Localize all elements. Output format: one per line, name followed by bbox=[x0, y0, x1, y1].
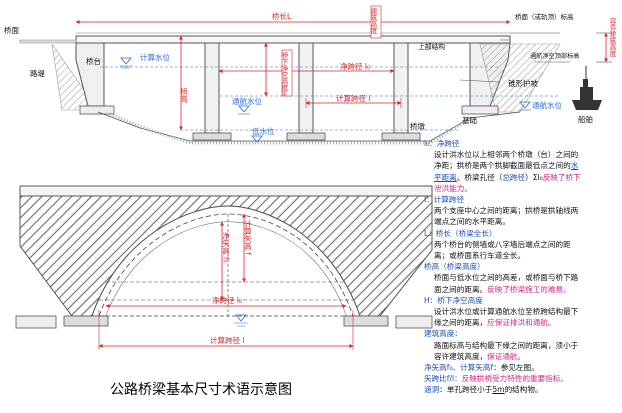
label-nav-water-level-right: 通航水位 bbox=[532, 100, 562, 110]
label-bank-right: 容许建筑高度 bbox=[608, 17, 616, 59]
label-bridge-height: 桥高 bbox=[179, 87, 188, 105]
label-low-water-level: 低水位 bbox=[252, 126, 275, 136]
term-culvert-d: 的结构物。 bbox=[504, 385, 543, 395]
term-L-title: L：桥长（桥梁全长） bbox=[424, 228, 497, 238]
label-abutment: 桥台 bbox=[86, 56, 101, 66]
label-calc-span: 计算跨径 l bbox=[336, 93, 370, 103]
arch-bridge-elevation bbox=[15, 185, 433, 350]
term-H-line2a: 缘之间的距离， bbox=[434, 318, 488, 328]
term-rise-a: 净矢高f₀、计算矢高f bbox=[424, 363, 494, 373]
ship-icon bbox=[572, 66, 602, 110]
term-l0-line2a: 净距；拱桥是两个拱脚截面最低点之间的 bbox=[434, 161, 571, 171]
term-culvert-c: 5m bbox=[492, 385, 505, 395]
term-jz-line1: 路面标高与结构最下缘之间的距离，须小于 bbox=[434, 340, 579, 350]
label-superstructure: 上部结构 bbox=[418, 42, 445, 51]
label-ship: 船舶 bbox=[578, 114, 593, 124]
bridge-deck bbox=[75, 35, 511, 44]
label-clearance-H: 桥下净空高度H bbox=[280, 51, 288, 96]
term-culvert-a: 涵洞 bbox=[424, 385, 440, 395]
label-design-bank: 桥面（或轨顶）标高 bbox=[515, 12, 574, 21]
label-nav-water-level: 通航水位 bbox=[232, 96, 262, 106]
label-design-bank-box: 建筑高度 bbox=[369, 7, 377, 36]
term-ratio-a: 矢跨比f/l： bbox=[424, 374, 462, 384]
term-l0-title: l₀：净跨径 bbox=[424, 139, 460, 148]
term-jz-line2b: 保证通航。 bbox=[487, 351, 526, 361]
label-foundation: 基础 bbox=[462, 115, 477, 125]
road-embankment-left bbox=[19, 39, 77, 44]
term-l0-line3b: 。桥梁孔径（ bbox=[456, 172, 503, 182]
label-nav-clear-top: 通航净空顶部标高 bbox=[530, 52, 580, 60]
term-l0-line2b: 水 bbox=[570, 161, 579, 171]
term-jz-title: 建筑高度： bbox=[424, 329, 462, 339]
term-jz-line2a: 容许建筑高度， bbox=[434, 351, 488, 361]
term-L-line2: 离；或桥面系行车道全长。 bbox=[434, 251, 526, 261]
term-l-title: l：计算跨径 bbox=[424, 195, 465, 205]
term-gq-title: 桥高（桥梁高度） bbox=[424, 262, 485, 272]
term-l-line2: 端点之间的水平距离。 bbox=[434, 217, 510, 227]
label-arch-calc-span: 计算跨径 l bbox=[210, 335, 244, 345]
term-l0-line3d: ）Σl₀ bbox=[525, 172, 543, 182]
term-l0-line4: 泄洪能力。 bbox=[434, 183, 472, 193]
term-H-title: H：桥下净空高度 bbox=[424, 295, 483, 305]
pier bbox=[192, 42, 421, 141]
term-l0-line3e: 反映了桥下 bbox=[542, 172, 581, 182]
term-gq-line2a: 面之间的距离。 bbox=[434, 284, 488, 294]
term-culvert-b: ：单孔跨径小于 bbox=[439, 385, 493, 395]
label-calc-rise: 计算矢高 f bbox=[243, 219, 252, 256]
label-bridge-deck: 桥面 bbox=[4, 25, 19, 35]
riverbed-line bbox=[97, 111, 521, 142]
label-span-length: 桥长L bbox=[272, 11, 292, 21]
beam-bridge-elevation bbox=[19, 5, 612, 145]
term-ratio-b: 反映拱桥受力特性的重要指标。 bbox=[461, 374, 569, 384]
terminology-panel: l₀：净跨径 设计洪水位以上相邻两个桥墩（台）之间的 净距；拱桥是两个拱脚截面最… bbox=[424, 138, 620, 396]
term-l-line1: 两个支座中心之间的距离；拱桥是拱轴线两 bbox=[434, 206, 579, 216]
term-l0-line3c: 总跨径 bbox=[502, 172, 526, 182]
term-H-line1: 设计洪水位或计算通航水位至桥跨结构最下 bbox=[434, 307, 579, 317]
label-calc-water-level: 计算水位 bbox=[140, 52, 170, 62]
label-net-rise: 净矢高 f₀ bbox=[221, 231, 230, 263]
term-l0-line1: 设计洪水位以上相邻两个桥墩（台）之间的 bbox=[434, 150, 579, 160]
term-rise-b: ：参见左图。 bbox=[493, 363, 539, 373]
term-gq-line2b: 反映了桥梁施工的难易。 bbox=[487, 284, 571, 294]
term-gq-line1: 桥面与低水位之间的高差，或桥面与桥下路 bbox=[434, 273, 579, 283]
label-arch-clear-span: 净跨径 l₀ bbox=[212, 295, 242, 305]
diagram-caption: 公路桥梁基本尺寸术语示意图 bbox=[110, 382, 292, 398]
label-road-embankment: 路堤 bbox=[30, 68, 45, 78]
term-L-line1: 两个桥台的侧墙或八字墙后端点之间的距 bbox=[434, 239, 571, 249]
term-l0-line3a: 平距离 bbox=[434, 172, 457, 182]
term-H-line2b: 应保证排洪和通航。 bbox=[487, 318, 556, 328]
label-clear-span: 净跨径 l₀ bbox=[340, 61, 370, 71]
label-cone-slope: 锥形护坡 bbox=[508, 78, 538, 88]
label-pier: 桥墩 bbox=[410, 121, 425, 131]
